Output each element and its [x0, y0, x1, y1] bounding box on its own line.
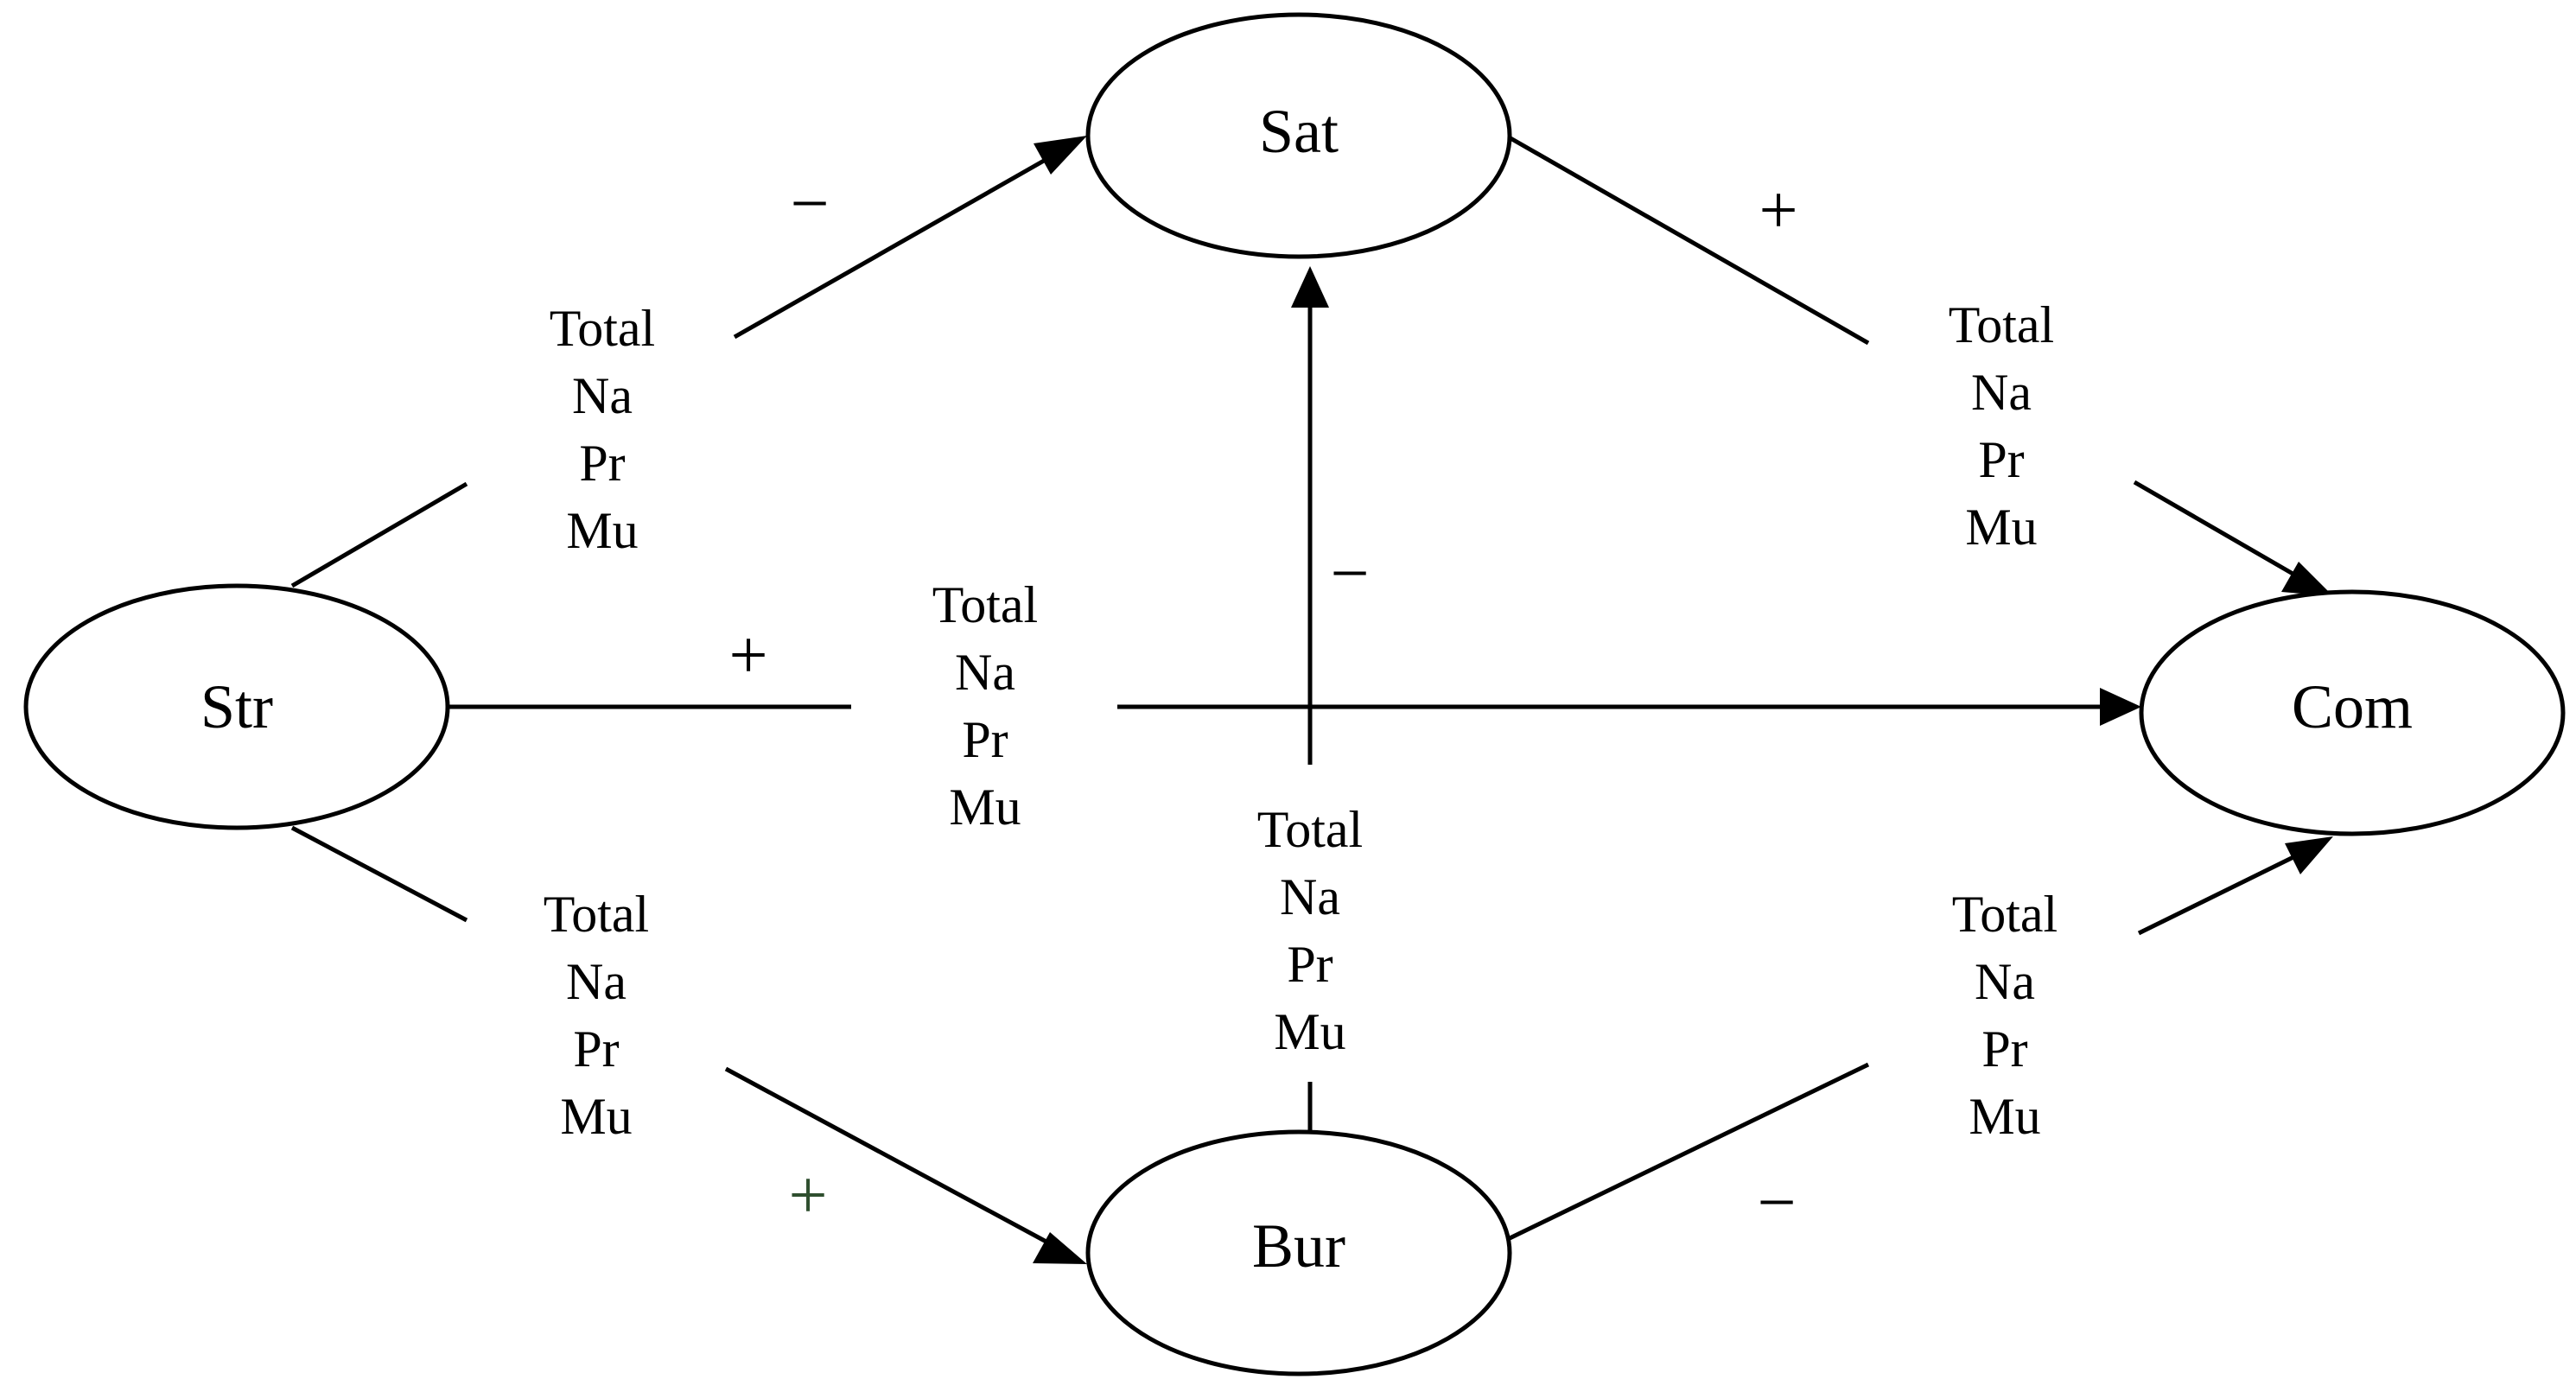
node-label-bur: Bur — [1252, 1211, 1345, 1281]
path-label-bur-sat: Total Na Pr Mu — [1257, 801, 1363, 1060]
label-line-total: Total — [932, 576, 1038, 633]
label-line-mu: Mu — [566, 502, 638, 559]
node-label-str: Str — [200, 672, 273, 741]
label-line-total: Total — [1952, 886, 2058, 943]
label-line-na: Na — [572, 367, 633, 424]
edge-sat-com-tail — [1509, 136, 1870, 346]
label-line-mu: Mu — [560, 1088, 632, 1145]
edge-str-bur-tail — [290, 825, 468, 923]
sign-str-bur: + — [788, 1158, 827, 1234]
edge-str-sat-tail — [290, 481, 468, 588]
path-label-str-com: Total Na Pr Mu — [932, 576, 1038, 836]
edge-str-bur-head — [724, 1066, 1056, 1249]
sign-bur-com: − — [1757, 1165, 1796, 1241]
label-line-total: Total — [1949, 296, 2054, 353]
node-str: Str — [23, 583, 450, 830]
label-line-total: Total — [550, 300, 655, 357]
label-line-mu: Mu — [1965, 499, 2037, 556]
label-line-na: Na — [1971, 364, 2032, 421]
label-line-pr: Pr — [1978, 431, 2024, 488]
label-line-na: Na — [1975, 953, 2035, 1010]
node-sat: Sat — [1085, 12, 1512, 259]
label-line-total: Total — [1257, 801, 1363, 858]
label-line-pr: Pr — [573, 1020, 619, 1077]
sign-sat-com: + — [1759, 173, 1797, 249]
label-line-na: Na — [955, 644, 1015, 701]
edge-bur-com-head — [2137, 853, 2299, 936]
edge-str-sat-head — [733, 151, 1058, 340]
path-label-sat-com: Total Na Pr Mu — [1949, 296, 2054, 556]
sign-bur-sat: − — [1330, 536, 1369, 612]
label-line-pr: Pr — [1287, 936, 1333, 993]
label-line-pr: Pr — [579, 435, 625, 492]
node-label-sat: Sat — [1259, 97, 1339, 166]
label-line-pr: Pr — [962, 711, 1008, 768]
edge-bur-com-tail — [1506, 1062, 1870, 1242]
label-line-mu: Mu — [1274, 1003, 1345, 1060]
arrowhead-str-com — [2100, 688, 2141, 726]
path-label-bur-com: Total Na Pr Mu — [1952, 886, 2058, 1145]
node-com: Com — [2139, 589, 2566, 836]
arrowhead-str-bur — [1033, 1232, 1087, 1264]
label-line-pr: Pr — [1981, 1020, 2027, 1077]
path-label-str-bur: Total Na Pr Mu — [544, 886, 649, 1145]
path-label-str-sat: Total Na Pr Mu — [550, 300, 655, 559]
sign-str-com: + — [728, 618, 767, 694]
edge-sat-com-head — [2133, 480, 2296, 577]
label-line-mu: Mu — [949, 779, 1021, 836]
label-line-total: Total — [544, 886, 649, 943]
label-line-mu: Mu — [1969, 1088, 2040, 1145]
label-line-na: Na — [1280, 868, 1340, 925]
node-label-com: Com — [2292, 672, 2413, 741]
sign-str-sat: − — [790, 166, 829, 242]
label-line-na: Na — [566, 953, 627, 1010]
arrowhead-bur-sat — [1291, 266, 1329, 308]
arrowhead-sat-com — [2281, 562, 2333, 596]
arrowhead-bur-com — [2285, 836, 2333, 874]
arrowhead-str-sat — [1034, 136, 1087, 175]
node-bur: Bur — [1085, 1129, 1512, 1376]
